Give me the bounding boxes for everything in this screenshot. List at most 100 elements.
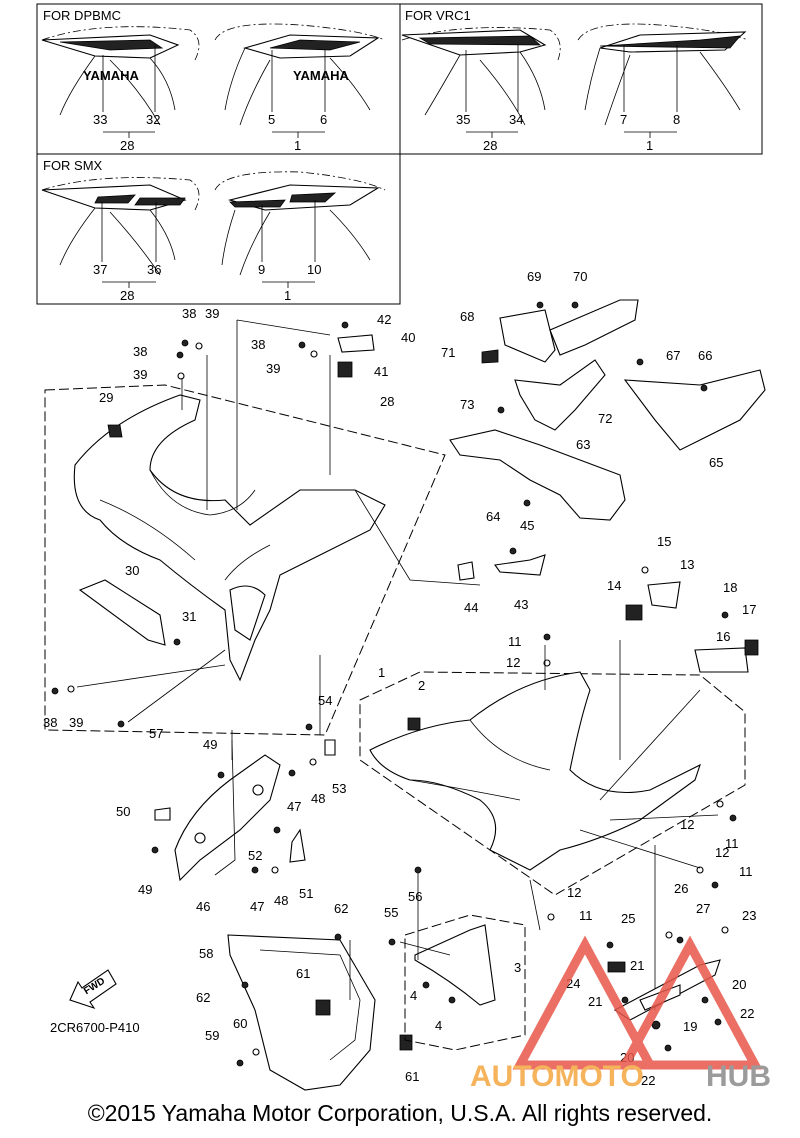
callout-71: 71 [441, 345, 455, 360]
callout-38b: 38 [133, 344, 147, 359]
callout-1: 1 [378, 665, 385, 680]
callout-51: 51 [299, 886, 313, 901]
dpbmc-callouts: 33 32 28 5 6 1 [93, 45, 327, 153]
callout-50: 50 [116, 804, 130, 819]
callout-68: 68 [460, 309, 474, 324]
left-side-cowling-assembly [44, 319, 481, 760]
callout-5: 5 [268, 112, 275, 127]
callout-11a: 11 [508, 634, 522, 649]
callout-62b: 62 [196, 990, 210, 1005]
callout-16: 16 [716, 629, 730, 644]
callout-12d: 12 [567, 885, 581, 900]
callout-11c: 11 [739, 864, 753, 879]
assembly-1-vrc1: 1 [646, 138, 653, 153]
callout-39c: 39 [266, 361, 280, 376]
callout-67: 67 [666, 348, 680, 363]
callout-48b: 48 [274, 893, 288, 908]
callout-29: 29 [99, 390, 113, 405]
watermark-triangle-icon-2 [617, 935, 763, 1070]
callout-60: 60 [233, 1016, 247, 1031]
callout-11b: 11 [725, 836, 739, 851]
callout-18: 18 [723, 580, 737, 595]
callout-23: 23 [742, 908, 756, 923]
callout-6: 6 [320, 112, 327, 127]
callout-62a: 62 [334, 901, 348, 916]
callout-19: 19 [683, 1019, 697, 1034]
callout-28: 28 [380, 394, 394, 409]
vrc1-left-fairing [401, 27, 561, 126]
callout-15: 15 [657, 534, 671, 549]
assembly-28-smx: 28 [120, 288, 134, 303]
callout-34: 34 [509, 112, 523, 127]
callout-27: 27 [696, 901, 710, 916]
callout-39a: 39 [205, 306, 219, 321]
callout-20a: 20 [732, 977, 746, 992]
callout-45: 45 [520, 518, 534, 533]
callout-numbers: 1 2 3 4 4 11 11 11 11 12 12 12 12 13 14 … [43, 269, 756, 1088]
callout-36: 36 [147, 262, 161, 277]
callout-48a: 48 [311, 791, 325, 806]
inner-panel-assembly [449, 299, 766, 581]
assembly-28-vrc1: 28 [483, 138, 497, 153]
variant-label-smx: FOR SMX [43, 158, 103, 173]
callout-66: 66 [698, 348, 712, 363]
callout-25: 25 [621, 911, 635, 926]
callout-26: 26 [674, 881, 688, 896]
vrc1-right-fairing [577, 23, 749, 126]
callout-61b: 61 [405, 1069, 419, 1084]
callout-53: 53 [332, 781, 346, 796]
callout-64: 64 [486, 509, 500, 524]
right-side-cowling-assembly [359, 566, 759, 1010]
yamaha-logo-right: YAMAHA [293, 68, 349, 83]
callout-61a: 61 [296, 966, 310, 981]
callout-8: 8 [673, 112, 680, 127]
callout-42: 42 [377, 312, 391, 327]
callout-56: 56 [408, 889, 422, 904]
callout-13: 13 [680, 557, 694, 572]
callout-52: 52 [248, 848, 262, 863]
vrc1-callouts: 35 34 28 7 8 1 [456, 45, 680, 153]
callout-59: 59 [205, 1028, 219, 1043]
callout-63: 63 [576, 437, 590, 452]
callout-10: 10 [307, 262, 321, 277]
callout-4b: 4 [435, 1018, 442, 1033]
yamaha-logo-left: YAMAHA [83, 68, 139, 83]
callout-37: 37 [93, 262, 107, 277]
callout-43: 43 [514, 597, 528, 612]
callout-44: 44 [464, 600, 478, 615]
callout-12b: 12 [680, 817, 694, 832]
callout-38d: 38 [43, 715, 57, 730]
callout-49a: 49 [203, 737, 217, 752]
watermark-text-automoto: AUTOMOTO [470, 1060, 644, 1093]
callout-49b: 49 [138, 882, 152, 897]
callout-47a: 47 [287, 799, 301, 814]
callout-14: 14 [607, 578, 621, 593]
copyright-notice: ©2015 Yamaha Motor Corporation, U.S.A. A… [87, 1100, 713, 1126]
callout-22a: 22 [740, 1006, 754, 1021]
callout-40: 40 [401, 330, 415, 345]
callout-39d: 39 [69, 715, 83, 730]
callout-32: 32 [146, 112, 160, 127]
callout-31: 31 [182, 609, 196, 624]
assembly-1: 1 [294, 138, 301, 153]
smx-left-fairing [41, 177, 200, 276]
smx-callouts: 37 36 28 9 10 1 [93, 200, 321, 303]
variant-label-vrc1: FOR VRC1 [405, 8, 471, 23]
callout-3: 3 [514, 960, 521, 975]
callout-4a: 4 [410, 988, 417, 1003]
callout-47b: 47 [250, 899, 264, 914]
callout-55: 55 [384, 905, 398, 920]
callout-38a: 38 [182, 306, 196, 321]
callout-69: 69 [527, 269, 541, 284]
callout-12a: 12 [506, 655, 520, 670]
callout-2: 2 [418, 678, 425, 693]
callout-35: 35 [456, 112, 470, 127]
lower-panels [151, 723, 526, 1091]
dpbmc-left-fairing: YAMAHA [41, 26, 200, 126]
callout-30: 30 [125, 563, 139, 578]
watermark-text-hub: HUB [706, 1060, 771, 1093]
callout-70: 70 [573, 269, 587, 284]
variant-boxes: FOR DPBMC FOR VRC1 FOR SMX YAMAHA YAMAHA [36, 3, 763, 305]
watermark-triangle-icon [512, 935, 658, 1070]
